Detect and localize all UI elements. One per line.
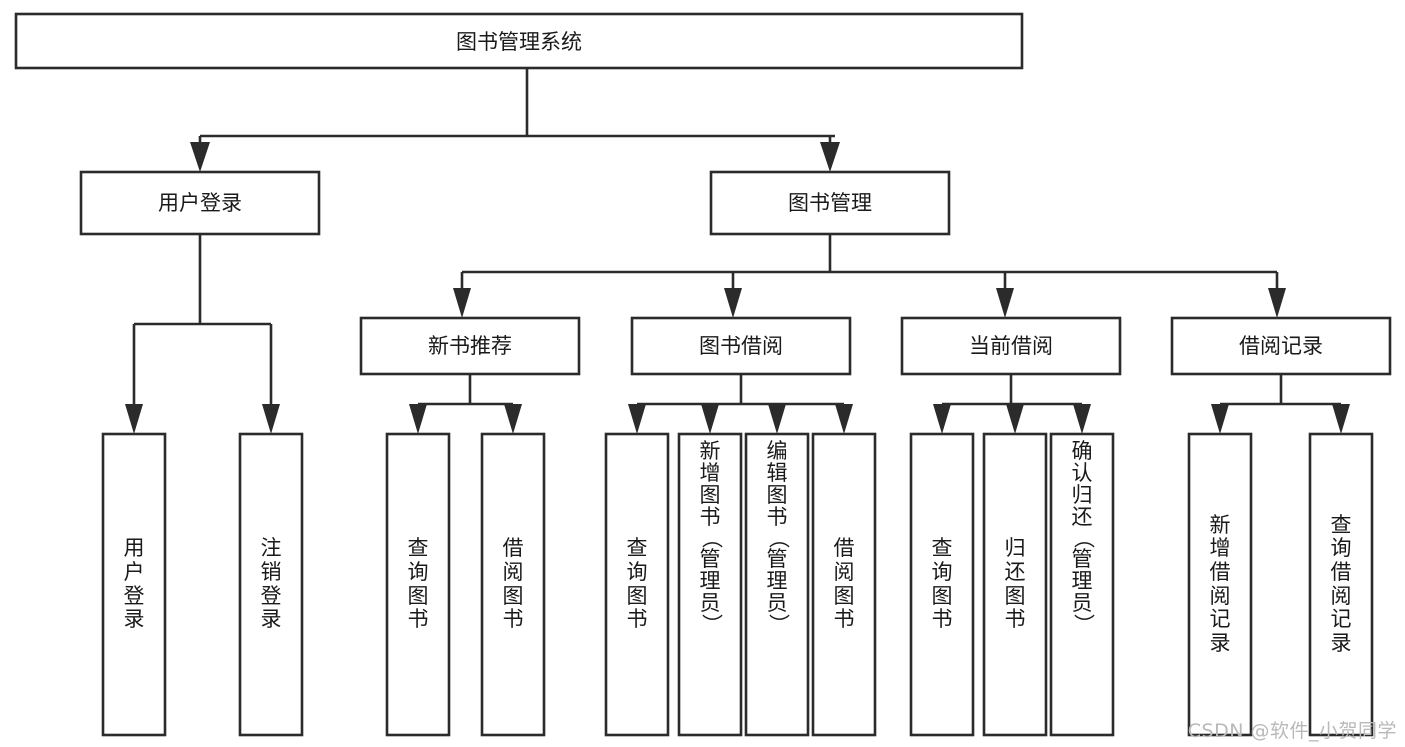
node-book-management[interactable] [709,170,951,236]
arrowhead-leaf-return-book [1006,404,1024,434]
node-book-management-label: 图书管理 [788,191,872,215]
arrowhead-leaf-query-record [1332,404,1350,434]
arrowhead-leaf-edit-book [768,404,786,434]
arrowhead-leaf-confirm-return [1073,404,1091,434]
node-root-system[interactable] [14,12,1024,70]
node-user-login-label: 用户登录 [158,191,242,215]
node-book-borrow[interactable] [630,316,852,376]
arrowhead-leaf-add-book [701,404,719,434]
arrowhead-leaf-query-book-3 [933,404,951,434]
arrowhead-leaf-add-record [1211,404,1229,434]
node-borrow-record-label: 借阅记录 [1239,334,1323,358]
arrowhead-borrow [724,288,742,318]
node-current-borrow-label: 当前借阅 [969,334,1053,358]
node-leaf-borrow-book-2[interactable] [811,432,877,737]
arrowhead-leaf-query-book-1 [409,404,427,434]
connectors-layer [125,68,1350,434]
arrowhead-leaf-borrow-book-2 [835,404,853,434]
node-leaf-add-book-admin[interactable] [677,432,743,737]
arrowhead-leaf-borrow-book-1 [504,404,522,434]
node-leaf-add-borrow-record[interactable] [1187,432,1253,737]
node-new-book-recommend[interactable] [359,316,581,376]
node-leaf-query-book-1[interactable] [385,432,451,737]
node-new-book-recommend-label: 新书推荐 [428,334,512,358]
node-root-system-label: 图书管理系统 [456,30,582,54]
node-user-login[interactable] [79,170,321,236]
boxes-layer: 图书管理系统 用户登录 图书管理 新书推荐 图书借阅 当前借阅 借阅记录 [14,12,1392,737]
arrowhead-bookmgmt [820,142,840,172]
node-current-borrow[interactable] [900,316,1122,376]
node-borrow-record[interactable] [1170,316,1392,376]
node-book-borrow-label: 图书借阅 [699,334,783,358]
node-leaf-query-book-2[interactable] [604,432,670,737]
node-leaf-edit-book-admin[interactable] [744,432,810,737]
node-leaf-borrow-book-1[interactable] [480,432,546,737]
node-leaf-logout[interactable] [238,432,304,737]
arrowhead-userlogin [190,142,210,172]
arrowhead-current [996,288,1014,318]
node-leaf-return-book[interactable] [982,432,1048,737]
node-leaf-user-login[interactable] [101,432,167,737]
arrowhead-leaf-logout [262,404,280,434]
node-leaf-query-borrow-record[interactable] [1308,432,1374,737]
arrowhead-leaf-user-login [125,404,143,434]
arrowhead-record [1268,288,1286,318]
node-leaf-query-book-3[interactable] [909,432,975,737]
node-leaf-confirm-return-admin[interactable] [1049,432,1115,737]
csdn-watermark: CSDN @软件_小贺同学 [1187,720,1397,742]
arrowhead-newbook [453,288,471,318]
arrowhead-leaf-query-book-2 [628,404,646,434]
